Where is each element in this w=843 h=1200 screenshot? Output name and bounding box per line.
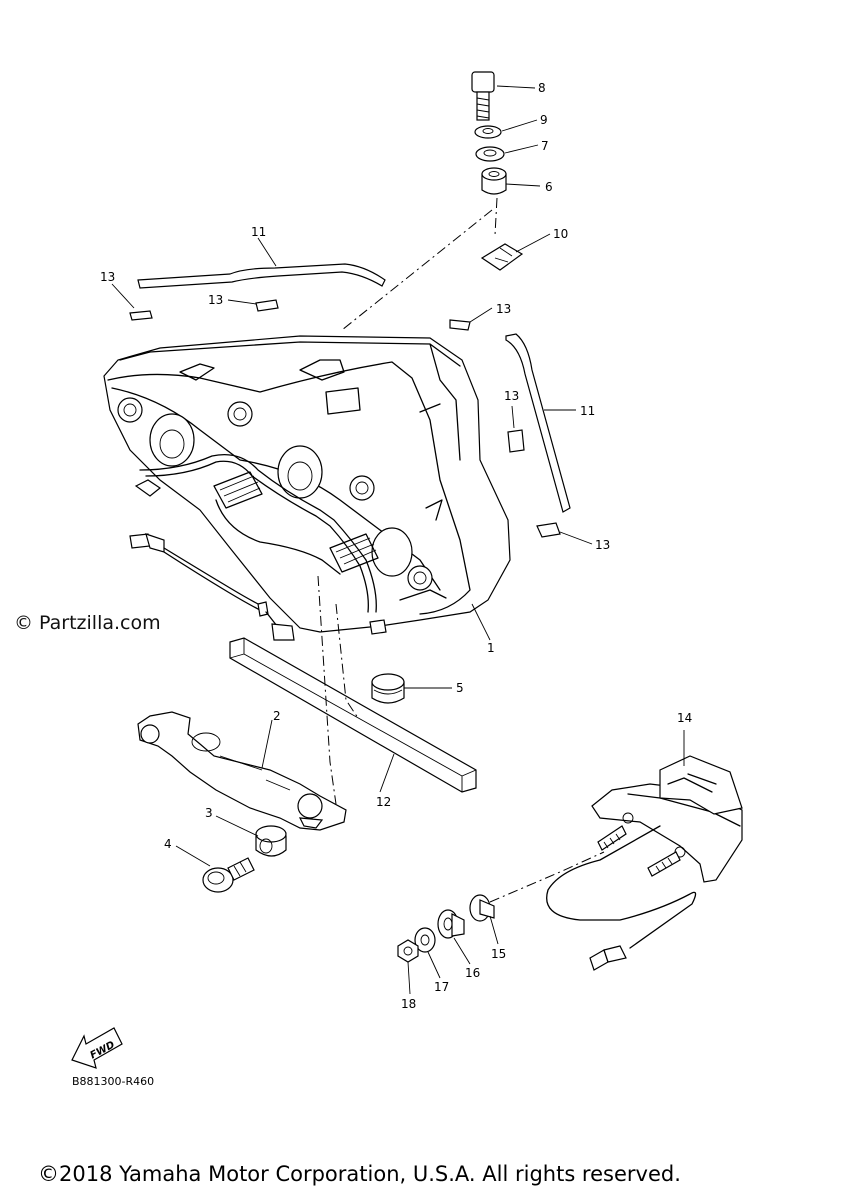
callout-numbers: 8 9 7 6 10 11 13 13 13 13 11 13 1 5 2 12… [100, 81, 692, 1011]
callout-12: 12 [376, 795, 391, 809]
part-18-nut [397, 939, 419, 963]
part-17-washer [414, 927, 436, 953]
part-13-pad-c [449, 319, 471, 331]
assembly-line-bolt [341, 197, 498, 331]
part-11-trim-strip-right [505, 333, 571, 513]
part-13-pad-a [129, 310, 153, 321]
copyright-notice: ©2018 Yamaha Motor Corporation, U.S.A. A… [38, 1162, 681, 1186]
part-5-grommet [371, 673, 405, 704]
part-9-washer [474, 125, 502, 139]
callout-13-c: 13 [496, 302, 511, 316]
part-13-pad-e [536, 522, 561, 538]
part-3-grommet [255, 825, 287, 857]
part-7-washer [475, 146, 505, 162]
callout-6: 6 [545, 180, 553, 194]
callout-1: 1 [487, 641, 495, 655]
callout-leaders [111, 85, 685, 995]
callout-13-b: 13 [208, 293, 223, 307]
callout-4: 4 [164, 837, 172, 851]
drawing-code: B881300-R460 [72, 1075, 155, 1088]
part-11-trim-strip-upper [137, 263, 386, 289]
callout-2: 2 [273, 709, 281, 723]
part-1-headlight-housing [103, 335, 511, 635]
part-10-clip-nut [480, 243, 524, 271]
part-13-pad-d [507, 429, 525, 453]
callout-9: 9 [540, 113, 548, 127]
callout-13-d: 13 [504, 389, 519, 403]
callout-14: 14 [677, 711, 692, 725]
callout-13-a: 13 [100, 270, 115, 284]
part-4-bolt [202, 857, 255, 893]
part-13-pad-b [255, 299, 279, 312]
callout-16: 16 [465, 966, 480, 980]
part-14-license-light [546, 755, 743, 971]
assembly-line-lower-left [317, 575, 337, 805]
callout-11-right: 11 [580, 404, 595, 418]
part-8-bolt [471, 71, 495, 121]
part-6-collar [481, 167, 507, 195]
callout-10: 10 [553, 227, 568, 241]
callout-18: 18 [401, 997, 416, 1011]
callout-11-upper: 11 [251, 225, 266, 239]
callout-13-e: 13 [595, 538, 610, 552]
headlight-wire-harness [129, 533, 295, 641]
callout-8: 8 [538, 81, 546, 95]
part-15-grommet [469, 894, 495, 922]
part-2-bracket [137, 711, 347, 831]
callout-7: 7 [541, 139, 549, 153]
callout-17: 17 [434, 980, 449, 994]
part-16-grommet [437, 909, 465, 939]
callout-3: 3 [205, 806, 213, 820]
fwd-arrow-icon: FWD [71, 1027, 123, 1069]
watermark: © Partzilla.com [14, 612, 161, 634]
callout-15: 15 [491, 947, 506, 961]
assembly-line-light [489, 851, 605, 903]
callout-5: 5 [456, 681, 464, 695]
part-12-foam-strip [229, 637, 477, 793]
